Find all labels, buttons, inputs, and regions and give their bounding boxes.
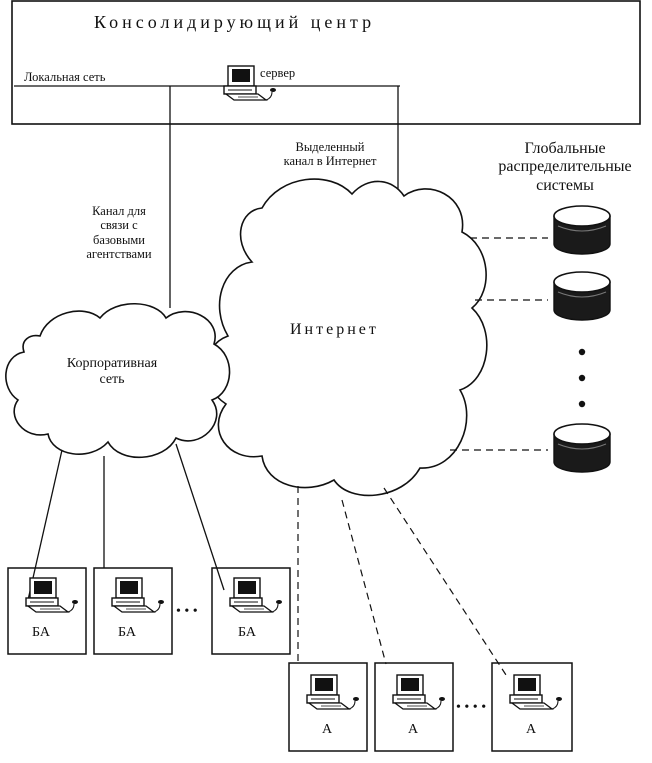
gds-database-icon-3 [553,423,611,473]
agency-channel-label: Канал для связи с базовыми агентствами [72,204,166,262]
base-agency-box-1 [7,567,87,655]
base-agency-ellipsis: • • • [176,604,198,619]
corporate-network-label-line: сеть [99,372,125,388]
local-network-label: Локальная сеть [24,70,106,84]
agency-box-2 [374,662,454,752]
agency-label: А [526,722,537,737]
gds-ellipsis-dot [578,374,586,382]
base-agency-computer-icon [25,577,79,613]
gds-title-line: системы [536,176,594,194]
agency-link-line-3 [383,487,509,679]
agency-link-line-2 [341,499,387,665]
agency-computer-icon [392,674,446,710]
agency-channel-label-line: связи с [100,218,138,233]
agency-box-1 [288,662,368,752]
dedicated-channel-label-line: Выделенный [295,140,365,154]
base-agency-box-3 [211,567,291,655]
agency-box-3 [491,662,573,752]
base-agency-computer-icon [111,577,165,613]
gds-database-icon-1 [553,205,611,255]
internet-cloud [205,178,488,497]
dedicated-channel-label-line: канал в Интернет [283,154,377,169]
base-agency-box-2 [93,567,173,655]
corporate-network-label: Корпоративная сеть [42,356,182,388]
gds-title: Глобальные распределительные системы [478,140,652,195]
agency-channel-label-line: базовыми [93,232,145,247]
agency-computer-icon [509,674,563,710]
corporate-network-cloud [5,302,231,459]
ba-link-line-3 [175,443,225,591]
agency-label: А [322,722,333,737]
consolidating-center-title: Консолидирующий центр [94,12,376,32]
ba-link-line-1 [27,449,63,601]
agency-label: А [408,722,419,737]
base-agency-label: БА [118,625,136,640]
base-agency-label: БА [238,625,256,640]
gds-title-line: распределительные [498,158,632,176]
gds-ellipsis-dot [578,348,586,356]
corporate-network-label-line: Корпоративная [66,356,158,371]
base-agency-computer-icon [229,577,283,613]
agency-channel-label-line: агентствами [86,247,152,262]
server-label: сервер [260,66,296,80]
consolidating-center-box [11,0,641,125]
gds-title-line: Глобальные [524,140,606,157]
gds-database-icon-2 [553,271,611,321]
gds-ellipsis-dot [578,400,586,408]
dedicated-channel-label: Выделенный канал в Интернет [268,140,392,169]
internet-label: Интернет [290,321,379,338]
agency-ellipsis: • • • • [456,700,487,715]
agency-channel-label-line: Канал для [92,204,146,218]
base-agency-label: БА [32,625,50,640]
agency-computer-icon [306,674,360,710]
